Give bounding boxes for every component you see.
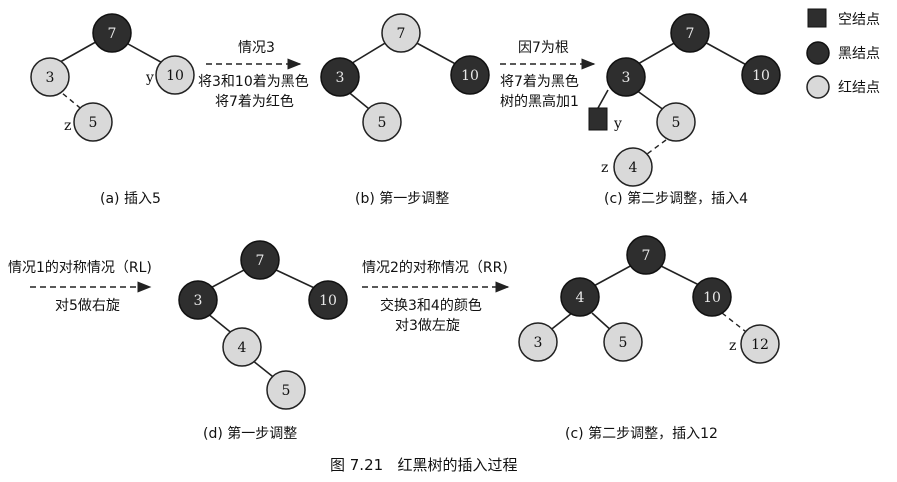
arrow-text: 情况1的对称情况（RL) [8, 260, 152, 276]
node-label: 10 [752, 68, 770, 84]
arrow-text: 情况2的对称情况（RR) [362, 260, 508, 276]
arrow-ef: 情况2的对称情况（RR) 交换3和4的颜色 对3做左旋 [362, 260, 510, 334]
node-black [560, 277, 600, 317]
arrow-ab: 情况3 将3和10着为黑色 将7着为红色 [198, 40, 309, 110]
node-red [362, 102, 402, 142]
node-label: 3 [194, 293, 203, 309]
tag-y: y [145, 70, 154, 86]
node-black [450, 55, 490, 95]
node-red [518, 322, 558, 362]
legend-nil-swatch [807, 8, 827, 28]
node-red [222, 327, 262, 367]
tag-z: z [601, 160, 608, 176]
legend-red-label: 红结点 [838, 80, 880, 96]
node-label: 3 [622, 70, 631, 86]
node-label: 3 [534, 335, 543, 351]
arrow-text: 对3做左旋 [395, 318, 460, 334]
panel-c: 7 3 10 y 5 4 z (c) 第二步调整，插入4 [588, 13, 781, 207]
tag-z: z [729, 338, 736, 354]
node-red [740, 324, 780, 364]
node-label: 12 [751, 337, 769, 353]
node-black [741, 55, 781, 95]
legend: 空结点 黑结点 红结点 [806, 8, 880, 99]
node-label: 7 [686, 26, 695, 42]
arrow-text: 将3和10着为黑色 [198, 73, 309, 90]
node-red [73, 102, 113, 142]
node-label: 10 [166, 68, 184, 84]
legend-red-swatch [806, 75, 830, 99]
panel-caption: (d) 第一步调整 [203, 425, 297, 442]
node-black [692, 277, 732, 317]
tag-y: y [613, 116, 622, 132]
arrow-text: 对5做右旋 [55, 298, 120, 314]
panel-caption: (a) 插入5 [100, 191, 161, 207]
panel-caption: (c) 第二步调整，插入4 [604, 190, 748, 207]
node-label: 7 [642, 248, 651, 264]
node-label: 4 [576, 290, 585, 306]
node-label: 5 [282, 383, 291, 399]
tag-z: z [64, 118, 71, 134]
node-black [92, 13, 132, 53]
arrow-text: 交换3和4的颜色 [380, 297, 482, 314]
edge-3-4 [206, 312, 235, 336]
node-red [613, 147, 653, 187]
node-label: 7 [108, 26, 117, 42]
node-red [603, 322, 643, 362]
arrow-text: 将7着为黑色 [500, 73, 579, 90]
panel-d: 7 3 10 4 5 (d) 第一步调整 [178, 240, 348, 442]
node-label: 10 [461, 68, 479, 84]
node-label: 7 [397, 26, 406, 42]
node-black [320, 57, 360, 97]
node-black [606, 57, 646, 97]
edge-3-nil [597, 89, 609, 109]
node-red [381, 13, 421, 53]
node-label: 5 [378, 115, 387, 131]
node-black [178, 280, 218, 320]
node-red [656, 102, 696, 142]
legend-nil-label: 空结点 [838, 12, 880, 28]
node-label: 5 [672, 115, 681, 131]
node-red [155, 55, 195, 95]
node-label: 7 [256, 253, 265, 269]
panel-a: 7 3 10 5 y z (a) 插入5 [30, 13, 195, 207]
figure-caption: 图 7.21 红黑树的插入过程 [330, 456, 517, 474]
node-label: 3 [46, 70, 55, 86]
legend-black-label: 黑结点 [838, 46, 880, 62]
node-black [670, 13, 710, 53]
node-label: 5 [89, 115, 98, 131]
node-red [30, 57, 70, 97]
legend-black-swatch [806, 41, 830, 65]
node-label: 10 [703, 290, 721, 306]
arrow-text: 情况3 [238, 40, 275, 56]
node-label: 4 [629, 160, 638, 176]
node-black [240, 240, 280, 280]
node-label: 3 [336, 70, 345, 86]
arrow-text: 树的黑高加1 [500, 93, 579, 110]
arrow-text: 将7着为红色 [215, 93, 294, 110]
node-black [308, 280, 348, 320]
node-label: 10 [319, 293, 337, 309]
node-black [626, 235, 666, 275]
arrow-bc: 因7为根 将7着为黑色 树的黑高加1 [500, 40, 596, 110]
panel-caption: (c) 第二步调整，插入12 [565, 425, 718, 442]
panel-e: 7 4 10 3 5 12 z (c) 第二步调整，插入12 [518, 235, 780, 442]
panel-caption: (b) 第一步调整 [355, 190, 449, 207]
node-red [266, 370, 306, 410]
arrow-text: 因7为根 [518, 40, 569, 56]
node-label: 4 [238, 340, 247, 356]
nil-node [588, 107, 608, 131]
edge-5-4 [642, 139, 667, 158]
panel-b: 7 3 10 5 (b) 第一步调整 [320, 13, 490, 207]
arrow-de: 情况1的对称情况（RL) 对5做右旋 [8, 260, 152, 314]
node-label: 5 [619, 335, 628, 351]
